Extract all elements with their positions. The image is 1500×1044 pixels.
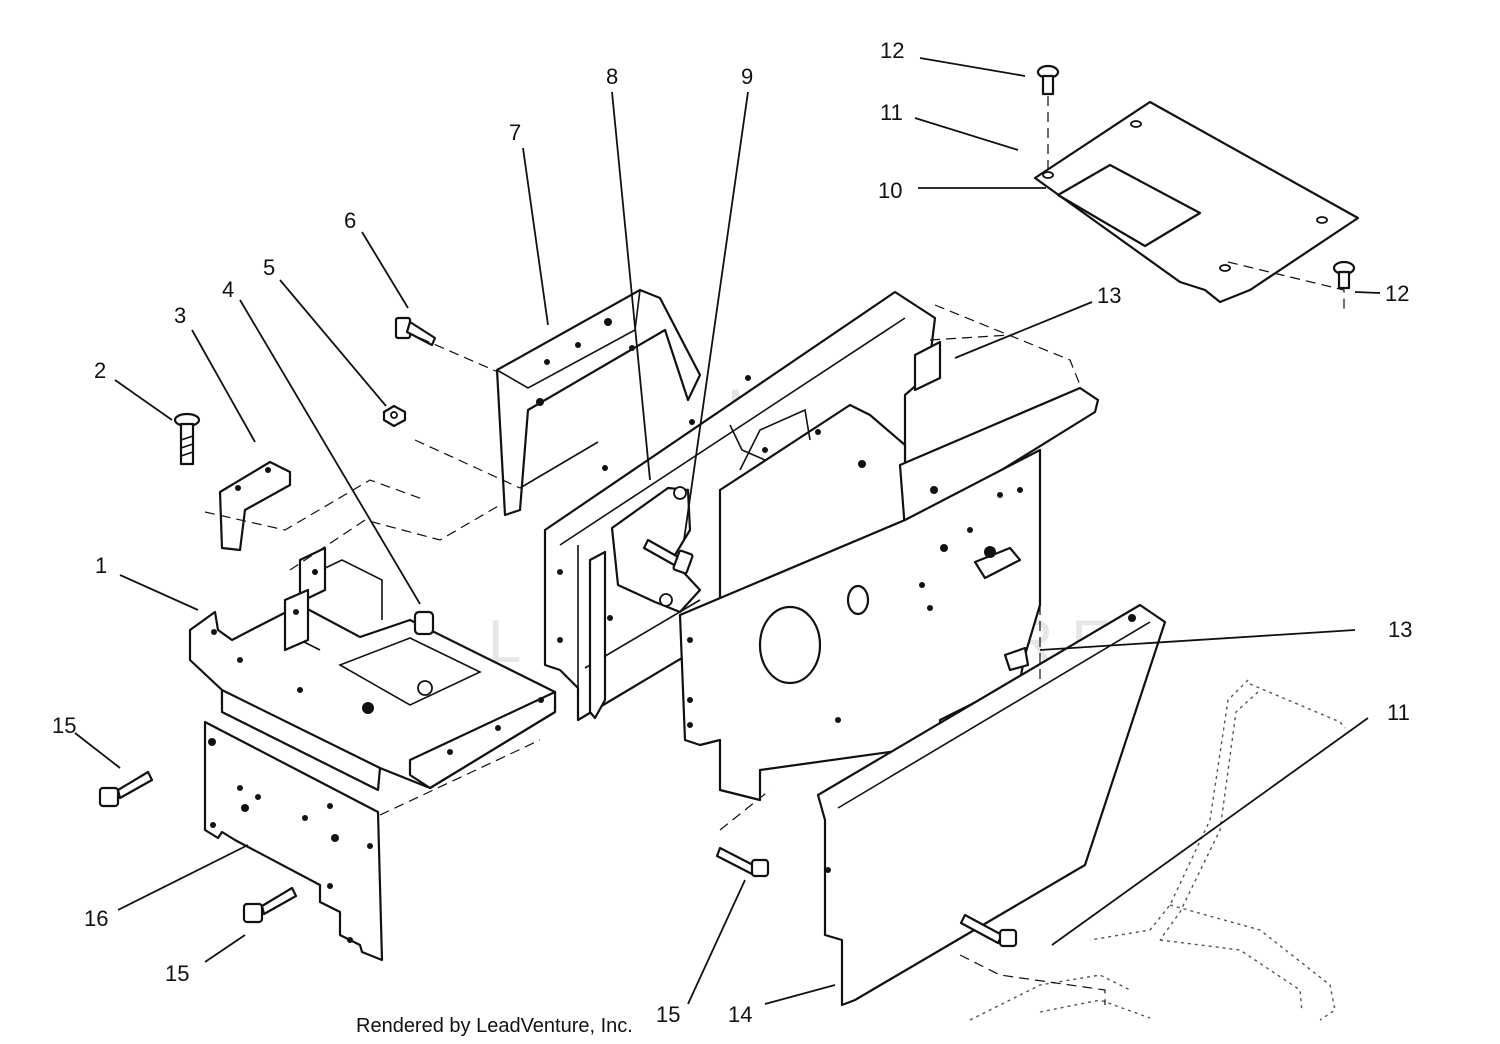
part-7-bracket — [495, 288, 702, 517]
part-2-bolt — [173, 412, 201, 466]
callout-8: 8 — [606, 64, 618, 89]
callout-5: 5 — [263, 255, 275, 280]
part-15-bolt-center — [715, 846, 770, 878]
side-plate — [607, 448, 1042, 802]
part-12-screw-right — [1332, 260, 1356, 290]
callout-3: 3 — [174, 303, 186, 328]
callout-13-top: 13 — [1097, 283, 1121, 308]
leader-lines — [74, 57, 1381, 1005]
part-16-plate — [203, 720, 384, 962]
part-5-nut — [382, 404, 407, 428]
callout-9: 9 — [741, 64, 753, 89]
part-15-bolt-left — [98, 770, 154, 808]
left-rail — [588, 550, 607, 720]
callout-15-center: 15 — [656, 1002, 680, 1027]
callout-1: 1 — [95, 553, 107, 578]
part-3-bracket — [218, 460, 292, 552]
callout-12-top: 12 — [880, 38, 904, 63]
callout-2: 2 — [94, 358, 106, 383]
part-1-bracket — [188, 546, 557, 792]
callout-15-bottom: 15 — [165, 961, 189, 986]
part-14-cover — [816, 603, 1167, 1007]
callout-14: 14 — [728, 1002, 752, 1027]
callout-16: 16 — [84, 906, 108, 931]
callout-labels: 1 2 3 4 5 6 7 8 9 10 11 12 12 13 13 11 1… — [52, 38, 1412, 1027]
assembly-guides — [204, 96, 1345, 1005]
part-12-screw-top — [1036, 64, 1060, 96]
callout-10: 10 — [878, 178, 902, 203]
part-11-bolt-lower — [959, 913, 1018, 948]
callout-15-left: 15 — [52, 713, 76, 738]
frame-outline-dotted — [969, 679, 1346, 1021]
part-6-bolt — [394, 316, 437, 347]
callout-11-right: 11 — [1387, 700, 1410, 725]
callout-6: 6 — [344, 208, 356, 233]
part-15-bolt-bottom — [242, 886, 298, 924]
callout-13-right: 13 — [1388, 617, 1412, 642]
callout-12-right: 12 — [1385, 281, 1409, 306]
callout-4: 4 — [222, 277, 234, 302]
callout-7: 7 — [509, 120, 521, 145]
part-10-cover — [1033, 100, 1360, 304]
credit-text: Rendered by LeadVenture, Inc. — [356, 1015, 633, 1037]
part-9-bolt — [642, 538, 694, 575]
callout-11-top: 11 — [880, 100, 903, 125]
